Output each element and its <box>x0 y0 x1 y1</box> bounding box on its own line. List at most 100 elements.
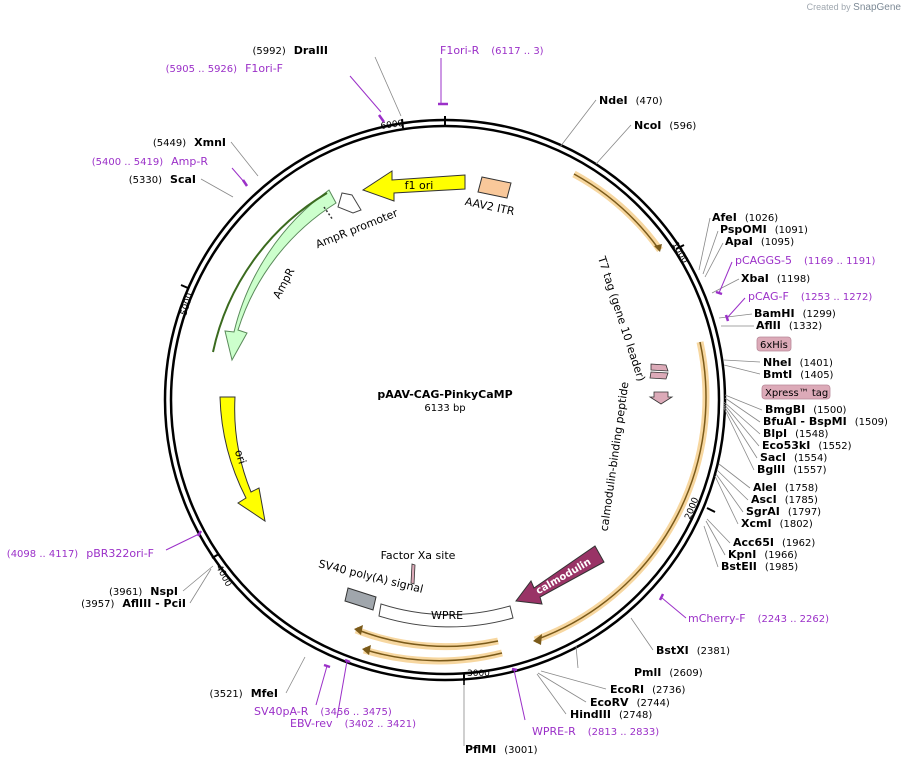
primer-name: F1ori-R <box>440 44 480 57</box>
primer-name: EBV-rev <box>290 717 333 730</box>
primer-mark <box>658 593 665 601</box>
primer-name: pCAG-F <box>748 290 789 303</box>
factor-xa-glyph <box>410 563 416 585</box>
cds-arc-bottom1 <box>357 629 499 648</box>
site-leader <box>714 475 739 525</box>
scale-tick-label: 3000 <box>467 669 490 679</box>
cds-arc-right <box>537 341 707 640</box>
site-name: BlpI <box>763 427 787 440</box>
primer-name: F1ori-F <box>245 62 283 75</box>
restriction-site: (3957)AflIII - PciI <box>81 597 186 610</box>
primer-mark <box>377 114 386 123</box>
restriction-site: EcoRI(2736) <box>610 683 686 696</box>
site-position: (1554) <box>794 453 827 464</box>
site-name: AfeI <box>712 211 737 224</box>
scale-tick <box>675 244 685 250</box>
his-tag-badge-bg <box>756 336 792 352</box>
restriction-site: BmtI(1405) <box>763 368 834 381</box>
site-leader <box>703 525 719 568</box>
restriction-site: BamHI(1299) <box>754 307 836 320</box>
cds-arcs <box>354 170 710 665</box>
site-leader <box>559 99 597 148</box>
plasmid-size: 6133 bp <box>424 403 465 414</box>
primer-label: WPRE-R(2813 .. 2833) <box>532 725 659 738</box>
restriction-site: EcoRV(2744) <box>590 696 670 709</box>
restriction-site: Acc65I(1962) <box>733 536 815 549</box>
site-name: SacI <box>760 451 786 464</box>
site-leader <box>724 394 763 411</box>
primer-label: pCAGGS-5(1169 .. 1191) <box>735 254 876 267</box>
primer-name: mCherry-F <box>688 612 746 625</box>
f1-ori-feature: f1 ori <box>361 170 466 202</box>
site-position: (2748) <box>619 710 652 721</box>
site-leader <box>698 217 711 271</box>
site-name: AscI <box>751 493 777 506</box>
his-tag-badge: 6xHis <box>756 336 792 352</box>
scale-tick-label: 5000 <box>179 292 196 317</box>
site-name: XcmI <box>741 517 772 530</box>
wpre-box <box>378 603 514 628</box>
site-leader <box>718 313 753 319</box>
cds-arc-bottom2-head <box>362 645 371 655</box>
his-tag-glyph <box>650 363 669 372</box>
site-position: (1557) <box>793 465 826 476</box>
site-position: (1095) <box>761 237 794 248</box>
scale-tick <box>211 553 220 559</box>
primer-range: (2813 .. 2833) <box>588 727 660 738</box>
restriction-site: Eco53kI(1552) <box>762 439 852 452</box>
site-position: (1509) <box>855 417 888 428</box>
site-leader <box>705 520 726 556</box>
site-name: PspOMI <box>720 223 767 236</box>
restriction-site: PmlI(2609) <box>634 666 703 679</box>
snapgene-logo: SnapGene <box>853 2 901 13</box>
restriction-site: BstXI(2381) <box>656 644 730 657</box>
primer-range: (4098 .. 4117) <box>7 549 79 560</box>
site-name: BglII <box>757 463 785 476</box>
cbp-label: calmodulin-binding peptide <box>598 381 632 532</box>
ori-arrow <box>219 396 266 523</box>
site-leader <box>595 124 632 165</box>
site-name: ApaI <box>725 235 753 248</box>
site-position: (2736) <box>652 685 685 696</box>
site-name: EcoRV <box>590 696 629 709</box>
primer-range: (5905 .. 5926) <box>166 64 238 75</box>
site-name: ScaI <box>170 173 196 186</box>
site-position: (1785) <box>785 495 818 506</box>
site-name: DraIII <box>294 44 328 57</box>
site-position: (1500) <box>813 405 846 416</box>
site-position: (3001) <box>504 745 537 756</box>
f1-ori-arrow <box>361 170 466 202</box>
scale-tick-label: 6000 <box>380 119 404 132</box>
cds-arc-bottom2 <box>365 649 503 662</box>
primer-range: (3456 .. 3475) <box>320 707 392 718</box>
site-name: NheI <box>763 356 792 369</box>
site-position: (470) <box>636 96 663 107</box>
restriction-site: BlpI (1548) <box>763 427 828 440</box>
primer-name: Amp-R <box>171 155 208 168</box>
primer-label: (5905 .. 5926) F1ori-F <box>166 62 283 75</box>
site-position: (5330) <box>129 175 162 186</box>
site-leader <box>575 645 579 669</box>
site-position: (1548) <box>795 429 828 440</box>
xpress-tag-badge: Xpress™ tag <box>761 384 831 400</box>
site-name: XbaI <box>741 272 769 285</box>
site-position: (1758) <box>785 483 818 494</box>
cbp-glyph <box>648 391 674 405</box>
restriction-site: (3961)NspI <box>109 585 178 598</box>
site-name: NspI <box>150 585 178 598</box>
site-leader <box>711 278 740 294</box>
site-leader <box>189 568 212 604</box>
primer-label: SV40pA-R(3456 .. 3475) <box>254 705 392 718</box>
site-name: BmgBI <box>765 403 805 416</box>
xpress-tag-badge-bg <box>761 384 831 400</box>
restriction-site: HindIII(2748) <box>570 708 652 721</box>
site-position: (1198) <box>777 274 810 285</box>
xpress-tag-glyph <box>649 371 669 380</box>
primer-range: (1169 .. 1191) <box>804 256 876 267</box>
site-name: BstEII <box>721 560 757 573</box>
restriction-site: NdeI(470) <box>599 94 663 107</box>
restriction-site: ApaI (1095) <box>725 235 794 248</box>
restriction-site: BmgBI (1500) <box>765 403 847 416</box>
scale-tick <box>401 118 404 129</box>
calmodulin-label: calmodulin <box>534 557 593 597</box>
